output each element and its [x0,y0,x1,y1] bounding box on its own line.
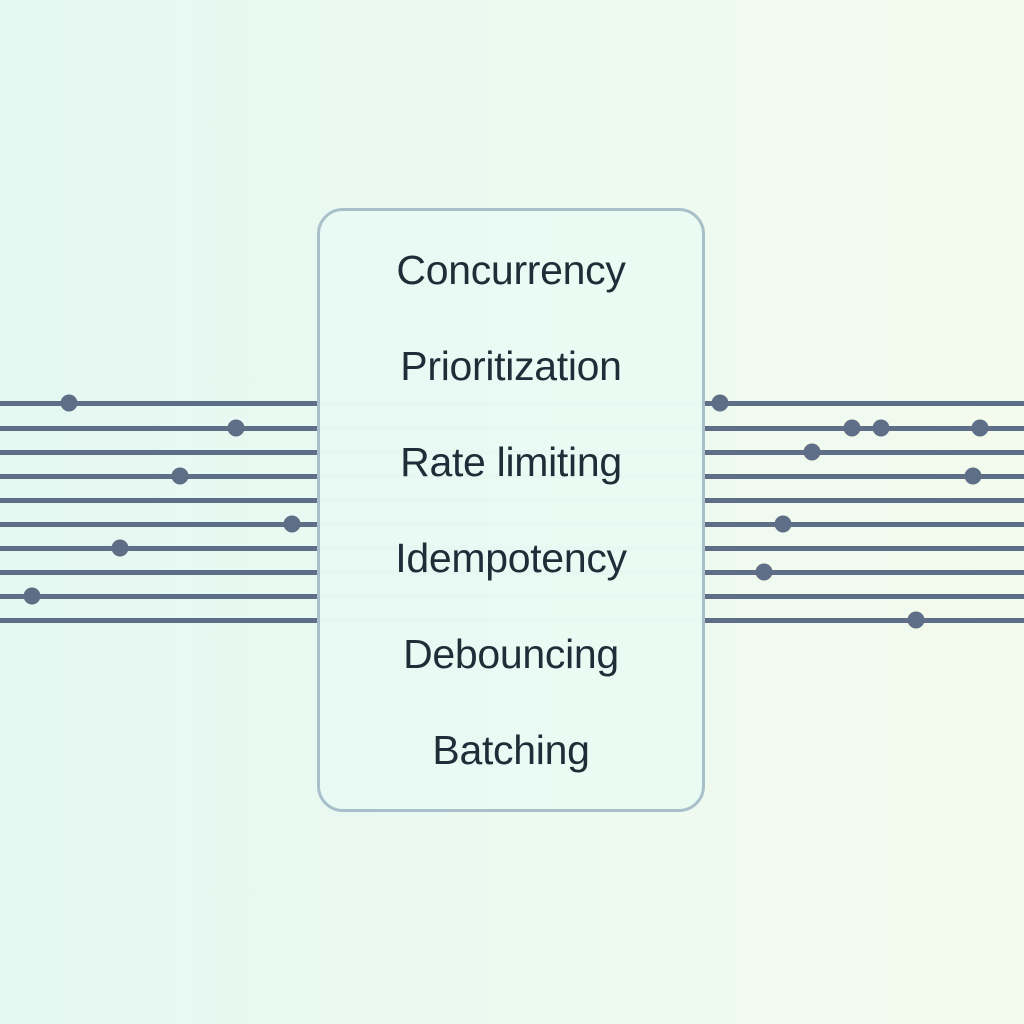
request-dot-right-10-1 [907,611,925,629]
request-dot-right-2-3 [971,419,989,437]
card-item-idempotency[interactable]: Idempotency [395,534,627,581]
lane-left-8 [0,569,320,575]
request-dot-left-9-1 [23,587,41,605]
request-dot-left-7-1 [111,539,129,557]
request-dot-left-6-1 [283,515,301,533]
request-dot-right-2-2 [872,419,890,437]
lane-right-9 [704,593,1024,599]
lane-left-9 [0,593,320,599]
request-dot-right-8-1 [755,563,773,581]
request-dot-right-6-1 [774,515,792,533]
request-dot-left-4-1 [171,467,189,485]
lane-left-7 [0,545,320,551]
card-item-batching[interactable]: Batching [432,726,590,773]
card-item-rate-limiting[interactable]: Rate limiting [400,438,622,485]
lane-right-1 [704,400,1024,406]
lane-right-7 [704,545,1024,551]
request-dot-right-1-1 [711,394,729,412]
control-card: Concurrency Prioritization Rate limiting… [317,208,705,812]
card-item-concurrency[interactable]: Concurrency [396,246,626,293]
request-dot-left-1-1 [60,394,78,412]
lane-left-2 [0,425,320,431]
lane-left-6 [0,521,320,527]
lane-left-5 [0,497,320,503]
lane-left-3 [0,449,320,455]
request-dot-left-2-1 [227,419,245,437]
lane-right-5 [704,497,1024,503]
card-item-prioritization[interactable]: Prioritization [400,342,622,389]
lane-right-8 [704,569,1024,575]
lane-left-4 [0,473,320,479]
request-dot-right-4-1 [964,467,982,485]
lane-right-10 [704,617,1024,623]
lane-left-10 [0,617,320,623]
card-item-debouncing[interactable]: Debouncing [403,630,619,677]
lane-right-3 [704,449,1024,455]
lane-left-1 [0,400,320,406]
request-dot-right-3-1 [803,443,821,461]
lane-right-6 [704,521,1024,527]
request-dot-right-2-1 [843,419,861,437]
lane-right-2 [704,425,1024,431]
lane-right-4 [704,473,1024,479]
